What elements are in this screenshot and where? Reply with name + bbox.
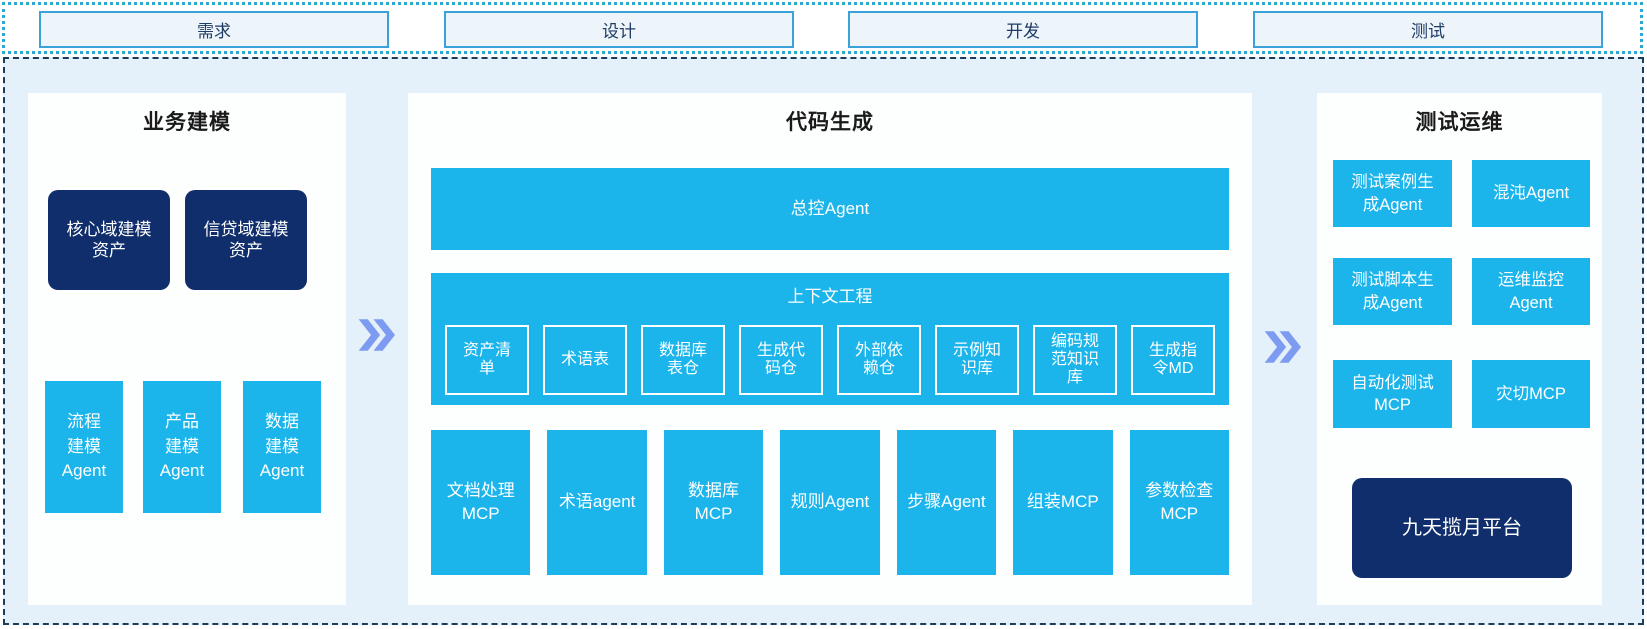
main-section: 业务建模 核心域建模 资产 信贷域建模 资产 流程 建模 Agent 产品 建模… (3, 57, 1644, 625)
panel-code-generation: 代码生成 总控Agent 上下文工程 资产清 单 术语表 数据库 表仓 生成代 … (408, 93, 1252, 605)
step-agent-box: 步骤Agent (896, 430, 997, 575)
phase-box-testing: 测试 (1253, 11, 1603, 48)
business-modeling-title: 业务建模 (143, 111, 231, 134)
database-mcp-box: 数据库 MCP (663, 430, 764, 575)
generation-instruction-md-box: 生成指 令MD (1131, 325, 1215, 395)
database-table-repo-box: 数据库 表仓 (641, 325, 725, 395)
phase-box-development: 开发 (848, 11, 1198, 48)
context-engineering-items: 资产清 单 术语表 数据库 表仓 生成代 码仓 外部依 赖仓 示例知 识库 编码… (445, 325, 1215, 395)
panel-test-operations: 测试运维 测试案例生 成Agent 混沌Agent 测试脚本生 成Agent 运… (1317, 93, 1602, 605)
phase-box-design: 设计 (444, 11, 794, 48)
glossary-agent-box: 术语agent (547, 430, 647, 575)
double-chevron-right-icon (1264, 331, 1301, 363)
disaster-switch-mcp-box: 灾切MCP (1472, 360, 1590, 428)
credit-domain-asset-box: 信贷域建模 资产 (185, 190, 307, 290)
automated-testing-mcp-box: 自动化测试 MCP (1333, 360, 1452, 428)
data-modeling-agent-box: 数据 建模 Agent (243, 381, 321, 513)
double-chevron-right-icon (358, 319, 395, 351)
coding-standard-knowledge-base-box: 编码规 范知识 库 (1033, 325, 1117, 395)
chaos-agent-box: 混沌Agent (1472, 160, 1590, 227)
jiutian-lanyue-platform-box: 九天揽月平台 (1352, 478, 1572, 578)
product-modeling-agent-box: 产品 建模 Agent (143, 381, 221, 513)
context-engineering-title: 上下文工程 (787, 287, 873, 306)
master-control-agent-bar: 总控Agent (431, 168, 1229, 250)
generated-code-repo-box: 生成代 码仓 (739, 325, 823, 395)
assembly-mcp-box: 组装MCP (1013, 430, 1113, 575)
example-knowledge-base-box: 示例知 识库 (935, 325, 1019, 395)
process-modeling-agent-box: 流程 建模 Agent (45, 381, 123, 513)
glossary-box: 术语表 (543, 325, 627, 395)
asset-list-box: 资产清 单 (445, 325, 529, 395)
code-generation-title: 代码生成 (786, 111, 874, 134)
ops-monitoring-agent-box: 运维监控 Agent (1472, 258, 1590, 325)
test-script-generation-agent-box: 测试脚本生 成Agent (1333, 258, 1452, 325)
test-operations-title: 测试运维 (1415, 111, 1504, 134)
phase-box-requirements: 需求 (39, 11, 389, 48)
phase-strip: 需求 设计 开发 测试 (2, 2, 1643, 54)
rule-agent-box: 规则Agent (780, 430, 880, 575)
codegen-tools-row: 文档处理 MCP 术语agent 数据库 MCP 规则Agent 步骤Agent… (431, 430, 1229, 575)
context-engineering-block: 上下文工程 资产清 单 术语表 数据库 表仓 生成代 码仓 外部依 赖仓 示例知… (431, 273, 1229, 405)
parameter-check-mcp-box: 参数检查 MCP (1129, 430, 1229, 575)
panel-business-modeling: 业务建模 核心域建模 资产 信贷域建模 资产 流程 建模 Agent 产品 建模… (28, 93, 346, 605)
external-dependency-repo-box: 外部依 赖仓 (837, 325, 921, 395)
document-processing-mcp-box: 文档处理 MCP (431, 430, 531, 575)
test-case-generation-agent-box: 测试案例生 成Agent (1333, 160, 1452, 227)
core-domain-asset-box: 核心域建模 资产 (48, 190, 170, 290)
